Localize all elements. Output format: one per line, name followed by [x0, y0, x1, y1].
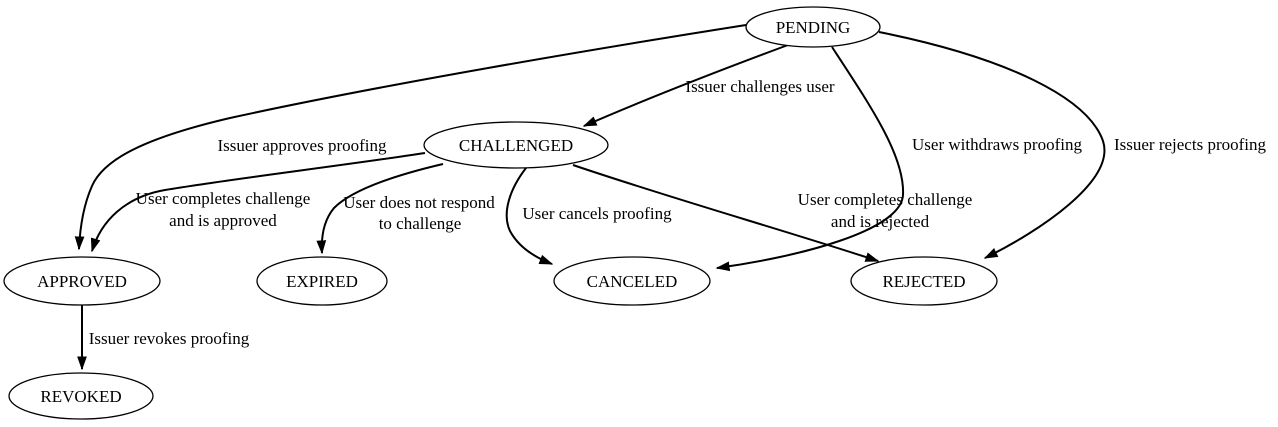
node-canceled-shape — [553, 256, 711, 306]
node-challenged-shape — [423, 121, 609, 169]
node-approved: APPROVED — [3, 256, 161, 306]
edge-label-challenged-canceled: User cancels proofing — [522, 204, 672, 223]
edge-label-approved-revoked: Issuer revokes proofing — [89, 329, 250, 348]
node-approved-shape — [3, 256, 161, 306]
node-expired-label: EXPIRED — [286, 272, 358, 291]
node-rejected-label: REJECTED — [882, 272, 965, 291]
edge-pending-challenged — [582, 44, 789, 127]
node-approved-label: APPROVED — [37, 272, 127, 291]
node-revoked: REVOKED — [8, 372, 154, 420]
edge-label-pending-challenged: Issuer challenges user — [685, 77, 835, 96]
edge-label-pending-canceled: User withdraws proofing — [912, 135, 1082, 154]
edge-pending-approved — [74, 24, 747, 251]
node-challenged: CHALLENGED — [423, 121, 609, 169]
node-group: PENDING CHALLENGED APPROVED EXPIRED CANC… — [3, 6, 998, 420]
edge-label-pending-approved: Issuer approves proofing — [217, 136, 387, 155]
edge-challenged-approved — [90, 152, 426, 253]
node-expired-shape — [256, 256, 388, 306]
node-pending: PENDING — [745, 6, 881, 48]
edge-challenged-canceled — [505, 167, 554, 265]
edge-pending-rejected — [878, 31, 1106, 259]
node-revoked-shape — [8, 372, 154, 420]
edge-label-challenged-rejected-line1: User completes challenge — [798, 190, 973, 209]
edge-label-challenged-expired-line1: User does not respond — [343, 193, 495, 212]
edge-label-challenged-expired-line2: to challenge — [379, 214, 462, 233]
edge-group — [74, 24, 1106, 371]
edge-challenged-expired — [316, 163, 444, 255]
node-canceled-label: CANCELED — [587, 272, 678, 291]
edge-label-challenged-approved-line1: User completes challenge — [136, 189, 311, 208]
edge-pending-canceled — [715, 46, 905, 272]
edge-label-challenged-rejected-line2: and is rejected — [831, 212, 930, 231]
edge-label-group: Issuer challenges user Issuer approves p… — [89, 77, 1267, 348]
edge-label-pending-rejected: Issuer rejects proofing — [1114, 135, 1267, 154]
node-pending-shape — [745, 6, 881, 48]
node-expired: EXPIRED — [256, 256, 388, 306]
node-rejected-shape — [850, 256, 998, 306]
node-rejected: REJECTED — [850, 256, 998, 306]
node-canceled: CANCELED — [553, 256, 711, 306]
edge-challenged-rejected — [572, 164, 880, 262]
node-challenged-label: CHALLENGED — [459, 136, 573, 155]
node-revoked-label: REVOKED — [40, 387, 121, 406]
node-pending-label: PENDING — [776, 18, 851, 37]
edge-label-challenged-approved-line2: and is approved — [169, 211, 277, 230]
